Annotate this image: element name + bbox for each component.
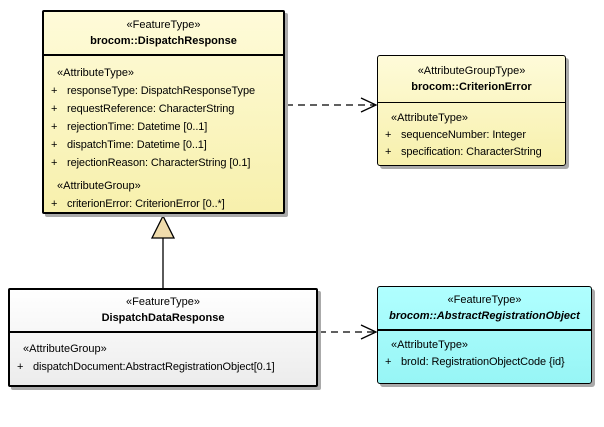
compartment-header: «AttributeGroup» (57, 180, 141, 192)
attribute-row[interactable]: + sequenceNumber: Integer (378, 127, 565, 144)
open-arrowhead-icon (360, 97, 378, 113)
visibility: + (51, 121, 58, 133)
attribute-label: rejectionReason: CharacterString [0.1] (67, 157, 251, 169)
class-header: «FeatureType» brocom::AbstractRegistrati… (378, 287, 591, 331)
class-header: «FeatureType» DispatchDataResponse (10, 290, 316, 333)
attributes-compartment: «AttributeType» + responseType: Dispatch… (44, 56, 283, 213)
stereotype-label: «FeatureType» (447, 293, 522, 306)
class-box-dispatch-response[interactable]: «FeatureType» brocom::DispatchResponse «… (42, 10, 285, 214)
class-header: «AttributeGroupType» brocom::CriterionEr… (378, 56, 565, 103)
generalization-triangle-icon (150, 214, 176, 239)
attribute-label: criterionError: CriterionError [0..*] (67, 198, 225, 210)
visibility: + (385, 146, 392, 158)
visibility: + (51, 85, 58, 97)
compartment-header: «AttributeGroup» (23, 343, 107, 355)
class-box-dispatch-data-response[interactable]: «FeatureType» DispatchDataResponse «Attr… (8, 288, 318, 387)
visibility: + (51, 103, 58, 115)
class-header: «FeatureType» brocom::DispatchResponse (44, 12, 283, 56)
open-arrowhead-icon (360, 324, 378, 340)
compartment-header: «AttributeType» (391, 339, 469, 351)
attribute-label: dispatchDocument:AbstractRegistrationObj… (33, 361, 275, 373)
attribute-label: specification: CharacterString (401, 146, 542, 158)
visibility: + (51, 198, 58, 210)
stereotype-label: «AttributeGroupType» (417, 64, 526, 77)
attribute-label: requestReference: CharacterString (67, 103, 235, 115)
attribute-row[interactable]: + rejectionTime: Datetime [0..1] (44, 118, 283, 136)
attribute-row[interactable]: + responseType: DispatchResponseType (44, 82, 283, 100)
stereotype-label: «FeatureType» (126, 296, 200, 308)
attributes-compartment: «AttributeType» + broId: RegistrationObj… (378, 331, 591, 371)
visibility: + (17, 361, 24, 373)
class-box-criterion-error[interactable]: «AttributeGroupType» brocom::CriterionEr… (377, 55, 566, 166)
class-name: DispatchDataResponse (101, 312, 225, 324)
dependency-dispatchdataresponse-to-abstractregistrationobject[interactable] (319, 324, 378, 340)
attribute-row[interactable]: + broId: RegistrationObjectCode {id} (378, 354, 591, 371)
visibility: + (51, 139, 58, 151)
dependency-dispatchresponse-to-criterionerror[interactable] (286, 97, 378, 113)
compartment-header: «AttributeType» (391, 112, 469, 124)
visibility: + (51, 157, 58, 169)
attribute-label: dispatchTime: Datetime [0..1] (67, 139, 207, 151)
class-name: brocom::CriterionError (411, 80, 532, 93)
attribute-row[interactable]: + specification: CharacterString (378, 144, 565, 161)
visibility: + (385, 129, 392, 141)
generalization-dispatchdataresponse-to-dispatchresponse[interactable] (150, 214, 176, 289)
attribute-label: sequenceNumber: Integer (401, 129, 526, 141)
attributes-compartment: «AttributeType» + sequenceNumber: Intege… (378, 103, 565, 161)
attribute-label: responseType: DispatchResponseType (67, 85, 255, 97)
attribute-label: rejectionTime: Datetime [0..1] (67, 121, 208, 133)
attribute-label: broId: RegistrationObjectCode {id} (401, 356, 565, 368)
compartment-header: «AttributeType» (57, 67, 135, 79)
attribute-row[interactable]: + dispatchDocument:AbstractRegistrationO… (10, 358, 316, 376)
attributes-compartment: «AttributeGroup» + dispatchDocument:Abst… (10, 333, 316, 376)
visibility: + (385, 356, 392, 368)
class-name: brocom::AbstractRegistrationObject (389, 309, 580, 322)
attribute-row[interactable]: + dispatchTime: Datetime [0..1] (44, 136, 283, 154)
attribute-row[interactable]: + criterionError: CriterionError [0..*] (44, 195, 283, 213)
attribute-row[interactable]: + requestReference: CharacterString (44, 100, 283, 118)
stereotype-label: «FeatureType» (126, 18, 201, 31)
attribute-row[interactable]: + rejectionReason: CharacterString [0.1] (44, 154, 283, 172)
class-box-abstract-registration-object[interactable]: «FeatureType» brocom::AbstractRegistrati… (377, 286, 592, 384)
class-name: brocom::DispatchResponse (90, 34, 237, 47)
